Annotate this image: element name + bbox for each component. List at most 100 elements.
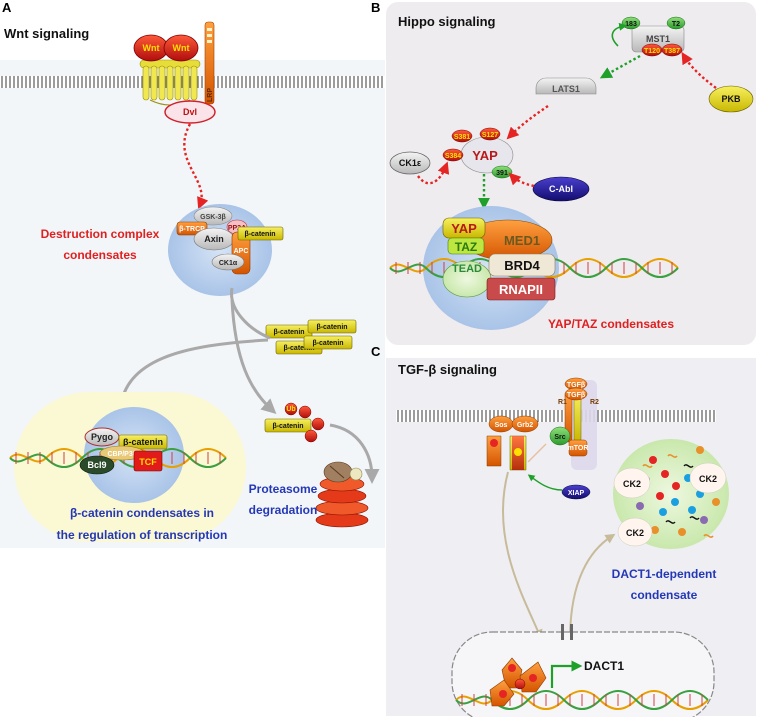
panel-b-letter: B xyxy=(371,0,380,15)
grb2-label: Grb2 xyxy=(517,422,533,429)
panel-a-title: Wnt signaling xyxy=(4,26,89,41)
tcf-label: TCF xyxy=(139,457,157,467)
cabl-to-yap-arrow xyxy=(508,172,535,188)
condensate-contents xyxy=(636,446,720,538)
beta-catenin-nuclear xyxy=(118,434,168,450)
site-183-label: 183 xyxy=(625,21,637,28)
nuclear-pore xyxy=(561,624,573,640)
cabl-protein: C-Abl xyxy=(532,176,590,202)
ubiquitin-tag xyxy=(311,417,325,431)
phospho-site xyxy=(490,439,498,447)
wnt-ligand-right: Wnt xyxy=(163,34,199,62)
proteasome-label-line2: degradation xyxy=(249,503,318,517)
yap-taz-complex: MED1 YAP TAZ TEAD BRD4 RNAPII xyxy=(442,217,556,301)
gsk3b-label: GSK-3β xyxy=(200,214,226,221)
beta-catenin-in-complex xyxy=(237,226,284,241)
ck2-label-1: CK2 xyxy=(623,479,641,489)
grb2-protein xyxy=(511,415,539,433)
xiap-to-complex-arrow xyxy=(527,474,563,491)
sos-label: Sos xyxy=(495,422,508,429)
brd4-protein xyxy=(488,253,556,277)
panel-a: A Wnt signaling LRP Wnt xyxy=(0,0,385,548)
btrcp-label: β-TRCP xyxy=(179,226,205,233)
site-s381 xyxy=(451,129,473,143)
tgfb-ligand-2 xyxy=(564,387,588,401)
dact1-transcription-arrow xyxy=(550,660,583,688)
panel-c: C TGF-β signaling TGFβ TGFβ R1 R2 Sos Gr… xyxy=(371,344,756,717)
dact1-gene-label: DACT1 xyxy=(584,659,624,673)
beta-catenin-nuclear-label: β-catenin xyxy=(123,437,163,447)
beta-catenin-cluster-item: β-catenin xyxy=(312,340,343,347)
src-protein xyxy=(549,426,571,446)
mst1-autophosphorylation-arrow xyxy=(611,22,628,47)
complex-to-nucleus-arrow xyxy=(502,471,543,640)
ck1e-label: CK1ε xyxy=(399,158,422,168)
yap-taz-condensate-label: YAP/TAZ condensates xyxy=(548,317,674,331)
site-s384 xyxy=(442,148,464,162)
pp2a-label: PP2A xyxy=(228,225,246,232)
med1-label: MED1 xyxy=(504,233,540,248)
lats1-protein: LATS1 xyxy=(535,77,597,95)
pkb-label: PKB xyxy=(721,94,741,104)
transcription-factor-complex xyxy=(489,657,547,707)
src-link xyxy=(527,443,547,463)
ubiquitinated-beta-catenin: β-catenin Ub xyxy=(264,402,325,443)
xiap-label: XIAP xyxy=(568,490,585,497)
axin-label: Axin xyxy=(204,234,224,244)
pkb-to-mst1-arrow xyxy=(681,51,717,89)
panel-c-title: TGF-β signaling xyxy=(398,362,497,377)
ck1e-protein: CK1ε xyxy=(389,151,431,175)
ck1a-protein xyxy=(211,253,245,271)
ck2-protein: CK2 xyxy=(617,517,653,547)
tgfb-ligand-label: TGFβ xyxy=(567,382,586,389)
site-s384-label: S384 xyxy=(445,153,461,160)
beta-catenin-cluster-item: β-catenin xyxy=(283,345,314,352)
tgf-cell-membrane xyxy=(396,410,716,422)
beta-catenin-condensate-label-line2: the regulation of transcription xyxy=(57,528,228,542)
mst1-to-lats1-arrow xyxy=(599,54,641,79)
ubiquitin-label: Ub xyxy=(286,406,295,413)
tead-label: TEAD xyxy=(452,263,482,275)
ubiquitin-to-proteasome-arrow xyxy=(329,423,380,484)
yap-protein: YAP S381 S127 S384 391 xyxy=(442,127,514,179)
mst1-label: MST1 xyxy=(646,34,670,44)
destruction-to-cluster-arrow xyxy=(230,287,271,340)
cluster-to-ubiquitin-arrow xyxy=(230,299,277,415)
site-t387 xyxy=(661,43,683,57)
site-y391 xyxy=(491,165,513,179)
receptor-r2-label: R2 xyxy=(590,399,599,406)
dact1-condensate-label-line2: condensate xyxy=(631,588,698,602)
tcf-protein xyxy=(133,450,163,472)
apc-label: APC xyxy=(234,248,249,255)
site-s127 xyxy=(479,127,501,141)
pkb-protein: PKB xyxy=(708,85,754,113)
tgfb-ligand-2-label: TGFβ xyxy=(567,392,586,399)
wnt-ligand-right-label: Wnt xyxy=(173,43,190,53)
ck1a-label: CK1α xyxy=(219,260,238,267)
site-t2-label: T2 xyxy=(672,21,680,28)
beta-catenin-cluster-item: β-catenin xyxy=(316,324,347,331)
nucleus-region-c xyxy=(451,631,715,717)
dvl-protein: Dvl xyxy=(164,100,216,124)
ubiquitin-tag xyxy=(304,429,318,443)
site-t2 xyxy=(666,16,686,30)
gsk3b-protein xyxy=(193,206,233,226)
proteasome-label-line1: Proteasome xyxy=(249,482,318,496)
rnapii-label: RNAPII xyxy=(499,282,543,297)
destruction-complex: GSK-3β β-TRCP PP2A Axin APC β-catenin CK… xyxy=(176,206,284,275)
wnt-ligand-left-label: Wnt xyxy=(143,43,160,53)
sos-grb2-complex: Sos Grb2 xyxy=(486,415,539,471)
dact1-condensate-label-line1: DACT1-dependent xyxy=(612,567,717,581)
panel-a-letter: A xyxy=(2,0,12,15)
bcl9-protein xyxy=(79,455,115,475)
yap-nuclear-label: YAP xyxy=(451,221,477,236)
ubiquitin-tag xyxy=(284,402,298,416)
proteasome xyxy=(315,461,369,528)
ck1e-to-yap-arrow xyxy=(417,161,450,185)
site-t387-label: T387 xyxy=(664,48,680,55)
wnt-ligand-left: Wnt xyxy=(133,34,169,62)
beta-catenin-cluster-item: β-catenin xyxy=(273,329,304,336)
src-label: Src xyxy=(554,434,565,441)
transcription-complex: Pygo β-catenin CBP/P300 Bcl9 TCF xyxy=(79,427,168,475)
panel-b-title: Hippo signaling xyxy=(398,14,496,29)
